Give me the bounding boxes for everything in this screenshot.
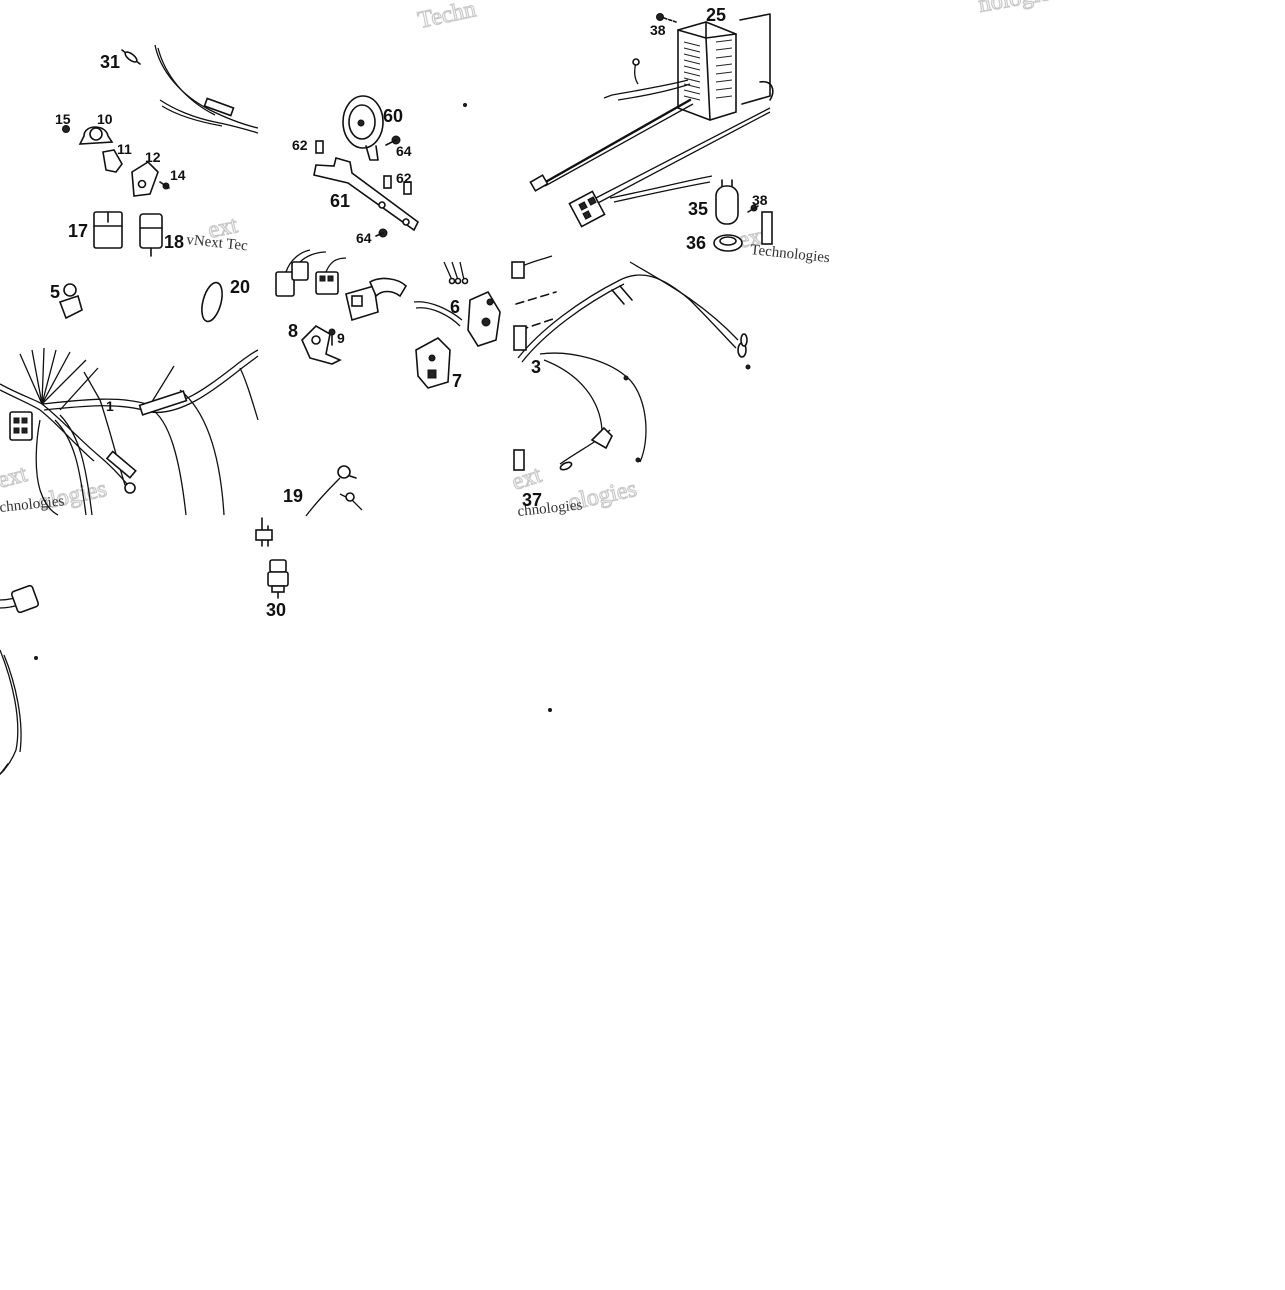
watermark-text: nologies [977,0,1062,18]
callout-15: 15 [55,111,71,127]
callout-3: 3 [531,357,541,377]
horn-60 [342,95,384,161]
sensor-19 [305,465,363,517]
connector [511,261,525,279]
bracket-61 [313,157,420,232]
callout-20: 20 [230,277,250,297]
callout-37: 37 [522,490,542,510]
relay-18 [139,213,163,257]
callout-12: 12 [145,149,161,165]
pickup-coil [345,277,408,322]
connector-pair [275,249,327,297]
callout-62: 62 [396,170,412,186]
bolt-64 [385,135,401,146]
callout-11: 11 [117,141,132,157]
callout-6: 6 [450,297,460,317]
clip-62 [315,140,324,154]
callout-30: 30 [266,600,286,620]
relay-17 [93,211,123,249]
switch-5 [58,283,83,320]
bracket-8 [301,325,342,365]
tile-middle-left [0,281,259,516]
watermark-label: vNext Tec [186,232,249,254]
fuse-31 [121,49,141,65]
callout-36: 36 [686,233,706,253]
callout-61: 61 [330,191,350,211]
control-unit-25 [677,13,774,121]
base-36 [713,234,743,252]
watermark-label: Technologies [750,242,831,266]
watermark-text: ext [0,461,30,494]
watermark-text: Techn [416,0,478,34]
callout-8: 8 [288,321,298,341]
watermark-label: chnologies [0,493,65,516]
callout-31: 31 [100,52,120,72]
callout-19: 19 [283,486,303,506]
callout-9: 9 [337,330,345,346]
connector-socket [315,257,347,295]
wire-bundle [154,44,259,134]
tile-bottom-left [0,584,40,775]
tile-middle-center [275,249,501,517]
callout-25: 25 [706,5,726,25]
clip-62 [403,181,412,195]
plate-12 [131,160,159,197]
capacitor-35 [715,179,739,225]
bracket-11 [102,149,123,173]
callout-18: 18 [164,232,184,252]
callout-64: 64 [396,143,412,159]
tile-bottom-middle [255,517,552,712]
watermark-label: chnologies [517,497,583,520]
connector [529,174,549,192]
callout-62: 62 [292,137,308,153]
callout-1: 1 [106,398,114,414]
strap-20 [201,281,223,323]
bolt-64 [375,228,388,238]
screw-9 [328,328,336,346]
tile-top-middle [313,95,467,238]
callout-5: 5 [50,282,60,302]
screw-38 [747,204,759,213]
screw-14 [159,181,170,190]
plug-connector [0,584,40,775]
callout-35: 35 [688,199,708,219]
callout-38: 38 [752,192,768,208]
callout-60: 60 [383,106,403,126]
cable-3 [513,261,751,471]
callout-14: 14 [170,167,186,183]
clip-62 [383,175,392,189]
pressure-switch-30 [267,559,289,599]
callout-38: 38 [650,22,666,38]
tile-middle-right [511,255,751,471]
terminal-stub [255,517,273,547]
callout-10: 10 [97,111,113,127]
nut-15 [62,125,70,133]
callout-labels: 31 15 10 11 12 14 17 18 60 62 64 62 61 6… [50,5,768,620]
callout-7: 7 [452,371,462,391]
callout-64: 64 [356,230,372,246]
clamp-10 [78,126,114,145]
tile-top-left [62,44,259,257]
connector [513,449,525,471]
connector-plug [9,411,33,441]
tile-top-right [529,13,774,252]
screw-38 [656,13,677,23]
harness-1 [0,347,259,516]
switch-6 [413,290,501,347]
callout-17: 17 [68,221,88,241]
switch-7 [415,337,451,389]
connector-block [568,190,606,228]
